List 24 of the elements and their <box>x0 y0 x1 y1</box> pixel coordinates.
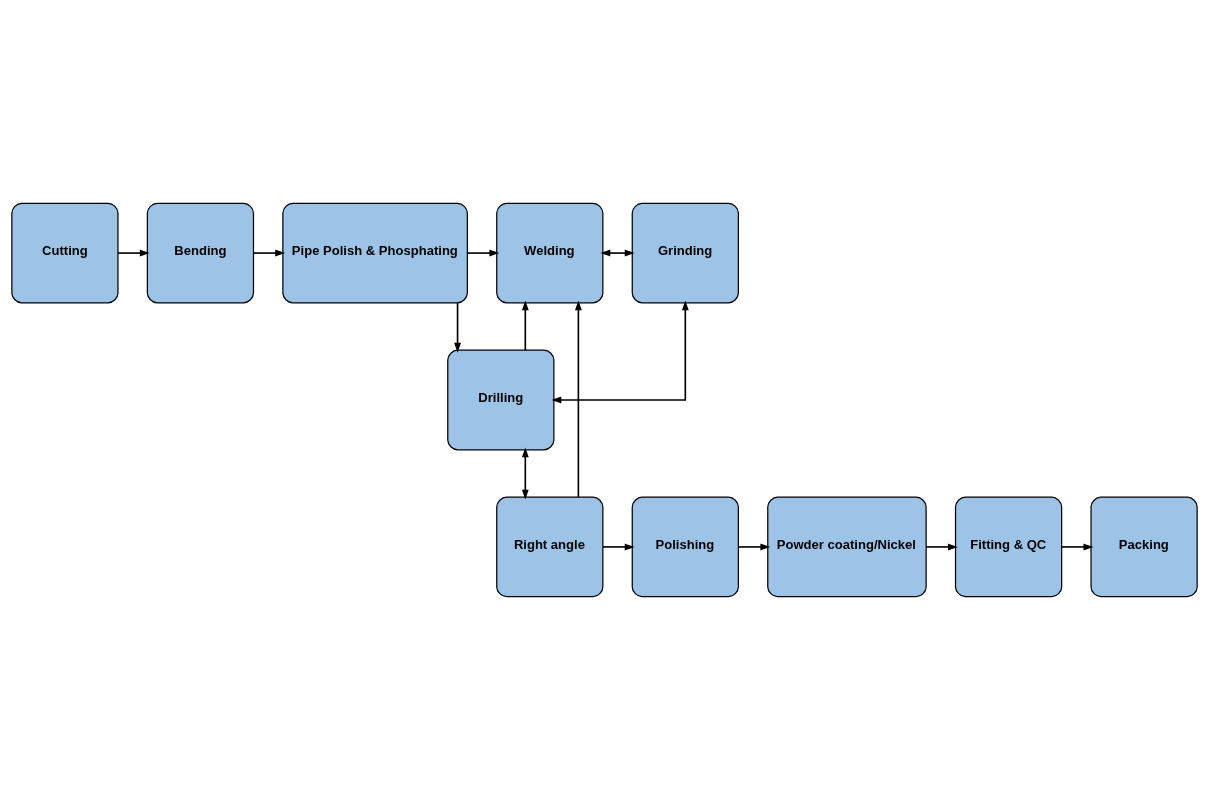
arrow <box>925 543 958 551</box>
node-box: Cutting <box>11 202 119 304</box>
arrow <box>600 249 635 257</box>
arrow <box>521 447 529 500</box>
node-box: Welding <box>496 202 604 304</box>
node-box: Bending <box>146 202 255 304</box>
arrow <box>737 543 771 551</box>
node-box: Powder coating/Nickel <box>767 496 927 598</box>
node-box: Drilling <box>447 349 555 451</box>
arrow <box>521 300 529 351</box>
node-box: Packing <box>1090 496 1198 598</box>
node-box: Right angle <box>496 496 604 598</box>
node-box: Grinding <box>631 202 739 304</box>
arrow <box>466 249 500 257</box>
arrow <box>252 249 285 257</box>
arrow <box>551 300 689 404</box>
arrow <box>454 302 461 353</box>
arrow <box>574 300 582 498</box>
node-box: Fitting & QC <box>954 496 1063 598</box>
arrow <box>117 249 150 257</box>
arrow <box>1060 543 1094 551</box>
node-box: Pipe Polish & Phosphating <box>282 202 468 304</box>
arrow <box>602 543 635 551</box>
node-box: Polishing <box>631 496 739 598</box>
